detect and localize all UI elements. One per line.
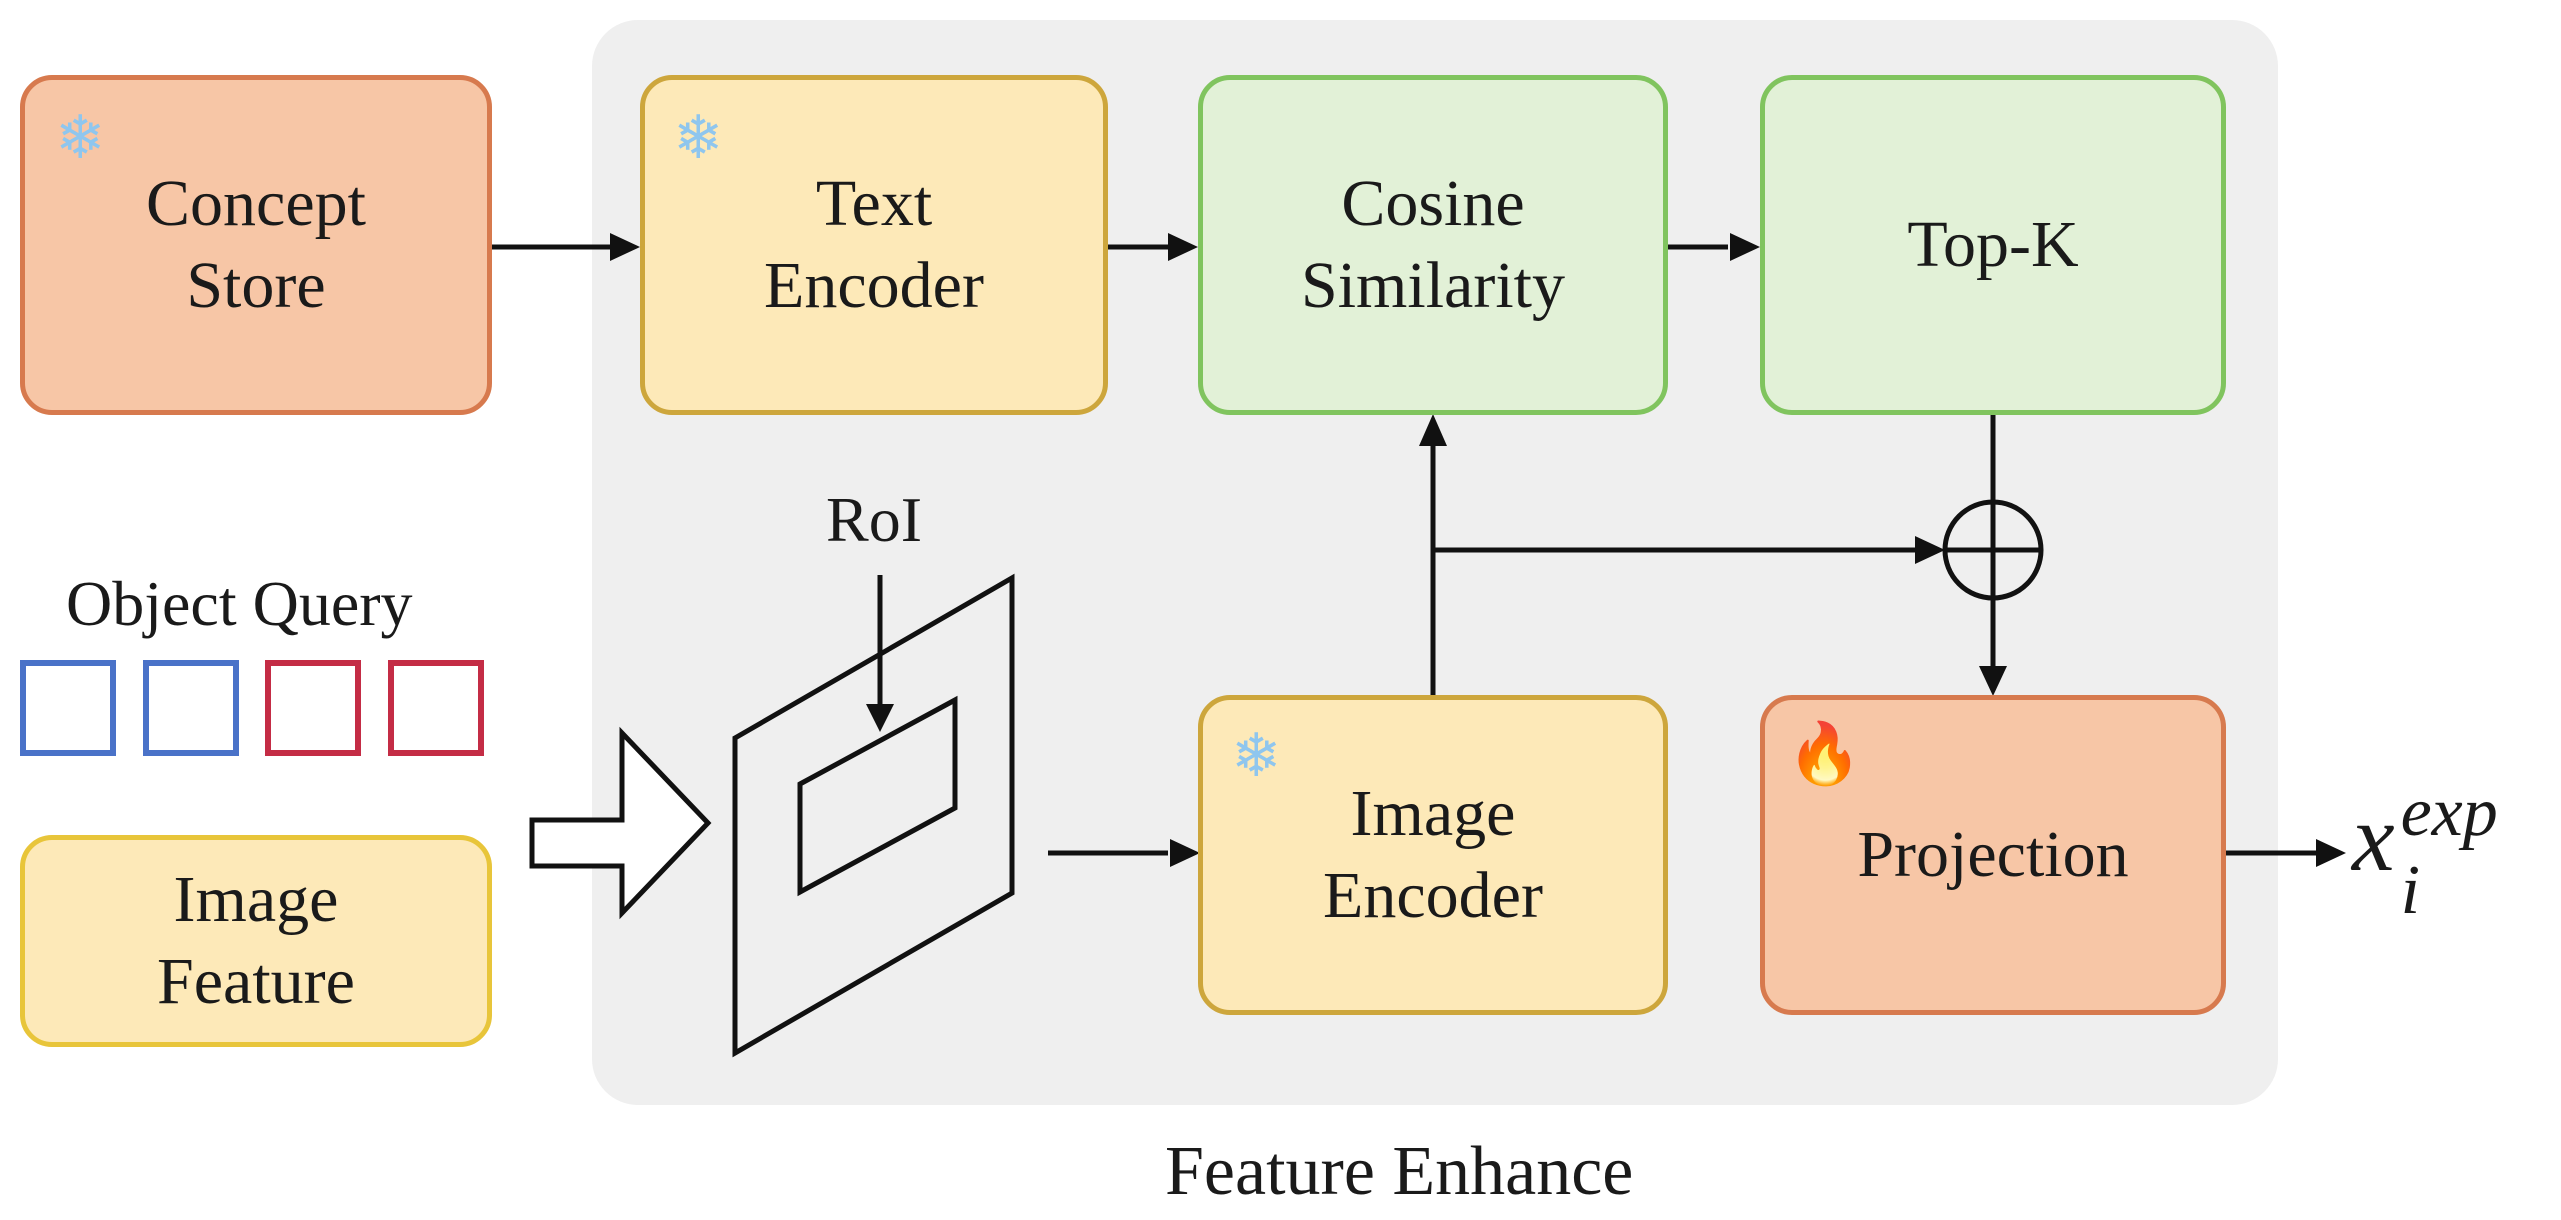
concept-store-box: ❄ Concept Store [20, 75, 492, 415]
top-k-label: Top-K [1907, 208, 2079, 281]
object-query-token [265, 660, 361, 756]
feature-enhance-title: Feature Enhance [1165, 1133, 1634, 1210]
image-feature-label: Image Feature [157, 863, 355, 1018]
top-k-box: Top-K [1760, 75, 2226, 415]
projection-label: Projection [1857, 818, 2129, 891]
big-input-arrow [529, 726, 712, 920]
object-query-token [388, 660, 484, 756]
cosine-similarity-box: Cosine Similarity [1198, 75, 1668, 415]
output-subscript: i [2400, 852, 2421, 929]
projection-box: 🔥 Projection [1760, 695, 2226, 1015]
roi-label: RoI [826, 484, 922, 555]
output-superscript: exp [2400, 774, 2498, 851]
snowflake-icon: ❄ [55, 103, 106, 173]
feature-map-plane [732, 573, 1015, 1058]
object-query-label: Object Query [66, 568, 413, 639]
output-base: x [2352, 784, 2395, 891]
object-query-token [143, 660, 239, 756]
image-encoder-label: Image Encoder [1323, 777, 1543, 932]
object-query-token [20, 660, 116, 756]
image-encoder-box: ❄ Image Encoder [1198, 695, 1668, 1015]
image-feature-box: Image Feature [20, 835, 492, 1047]
snowflake-icon: ❄ [1231, 721, 1282, 791]
cosine-similarity-label: Cosine Similarity [1301, 167, 1565, 322]
roi-box [797, 695, 958, 897]
text-encoder-label: Text Encoder [764, 167, 984, 322]
snowflake-icon: ❄ [673, 103, 724, 173]
concept-store-label: Concept Store [146, 167, 366, 322]
text-encoder-box: ❄ Text Encoder [640, 75, 1108, 415]
fire-icon: 🔥 [1787, 719, 1862, 789]
